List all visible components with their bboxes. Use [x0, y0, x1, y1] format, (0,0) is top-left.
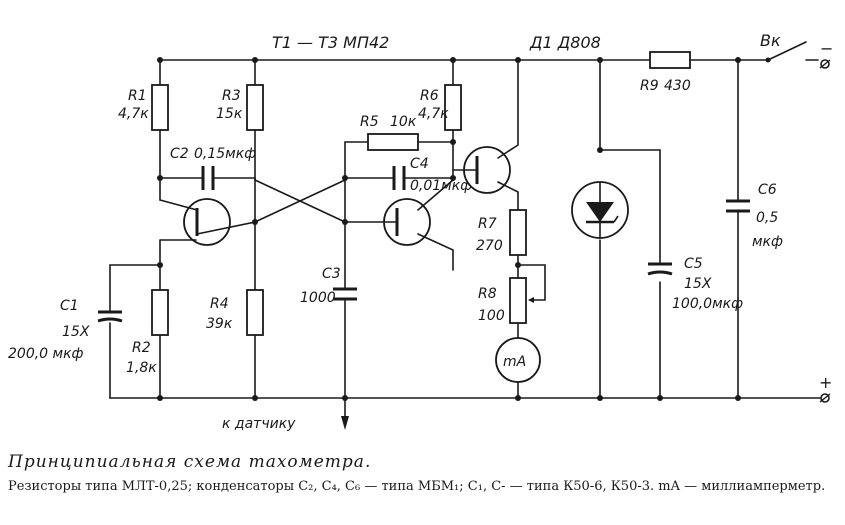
resistor-r4: R4 39к [206, 221, 264, 401]
r1-name: R1 [128, 88, 147, 104]
r6-name: R6 [420, 88, 439, 104]
plus-terminal-label: + [819, 373, 832, 392]
transistor-t2 [342, 179, 454, 271]
zener-diode-d1 [571, 57, 661, 401]
caption-block: Принципиальная схема тахометра. Резистор… [8, 452, 838, 495]
r1-value: 4,7к [118, 106, 149, 122]
r3-value: 15к [216, 106, 243, 122]
r9-value: 430 [664, 78, 691, 94]
c3-value: 1000 [300, 290, 336, 306]
c6-name: C6 [758, 182, 777, 198]
r2-name: R2 [132, 340, 151, 356]
r2-value: 1,8к [126, 360, 157, 376]
caption-title: Принципиальная схема тахометра. [8, 452, 372, 472]
c4-value: 0,01мкф [410, 178, 472, 194]
c5-name: C5 [684, 256, 703, 272]
transistors-label: T1 — T3 МП42 [272, 33, 389, 52]
switch-label: Вк [760, 31, 781, 50]
r6-value: 4,7к [418, 106, 449, 122]
capacitor-c3: C3 1000 [300, 221, 357, 399]
capacitor-c5: C5 15X 100,0мкф [647, 256, 743, 401]
sensor-lead: к датчику [222, 395, 349, 432]
c1-value-1: 15X [62, 324, 90, 340]
sensor-label: к датчику [222, 416, 296, 432]
r9-name: R9 [640, 78, 659, 94]
c6-value-2: мкф [752, 234, 783, 250]
r4-value: 39к [206, 316, 233, 332]
transistor-t1 [159, 198, 258, 246]
resistor-r5: R5 10к [344, 114, 456, 179]
r8-value: 100 [478, 308, 505, 324]
c6-value-1: 0,5 [756, 210, 778, 226]
capacitor-c4: C4 0,01мкф [342, 156, 472, 194]
cross-coupling-wires [254, 177, 346, 223]
power-switch: Вк [760, 31, 819, 63]
r4-name: R4 [210, 296, 229, 312]
r7-value: 270 [476, 238, 503, 254]
r5-value: 10к [390, 114, 417, 130]
r5-name: R5 [360, 114, 379, 130]
capacitor-c6: C6 0,5 мкф [726, 57, 783, 401]
c3-name: C3 [322, 266, 341, 282]
c1-name: C1 [60, 298, 79, 314]
resistor-r1: R1 4,7к [118, 57, 169, 201]
transistor-t3 [452, 57, 521, 211]
capacitor-c1: C1 15X 200,0 мкф [8, 264, 161, 399]
r7-name: R7 [478, 216, 497, 232]
r3-name: R3 [222, 88, 241, 104]
diode-label: Д1 Д808 [529, 33, 601, 52]
c5-value-2: 100,0мкф [672, 296, 743, 312]
meter-label: mA [503, 354, 526, 370]
tachometer-schematic: Вк − + T1 — T3 МП42 Д1 Д808 R1 4,7к R3 1… [8, 31, 833, 432]
r8-name: R8 [478, 286, 497, 302]
c1-value-2: 200,0 мкф [8, 346, 84, 362]
resistor-r7: R7 270 [476, 209, 527, 268]
c2-name: C2 [170, 146, 189, 162]
resistor-r8: R8 100 [478, 264, 546, 339]
resistor-r2: R2 1,8к [126, 239, 169, 401]
c4-name: C4 [410, 156, 429, 172]
milliammeter: mA [495, 337, 541, 401]
c2-value: 0,15мкф [194, 146, 256, 162]
resistor-r3: R3 15к [216, 57, 264, 181]
plus-terminal: + [819, 373, 832, 403]
minus-terminal: − [819, 39, 833, 69]
caption-note: Резисторы типа МЛТ-0,25; конденсаторы C₂… [8, 479, 826, 494]
capacitor-c2: C2 0,15мкф [157, 146, 256, 190]
resistor-r6: R6 4,7к [418, 57, 462, 181]
c5-value-1: 15X [684, 276, 712, 292]
minus-terminal-label: − [820, 39, 833, 58]
resistor-r9: R9 430 [640, 51, 691, 94]
